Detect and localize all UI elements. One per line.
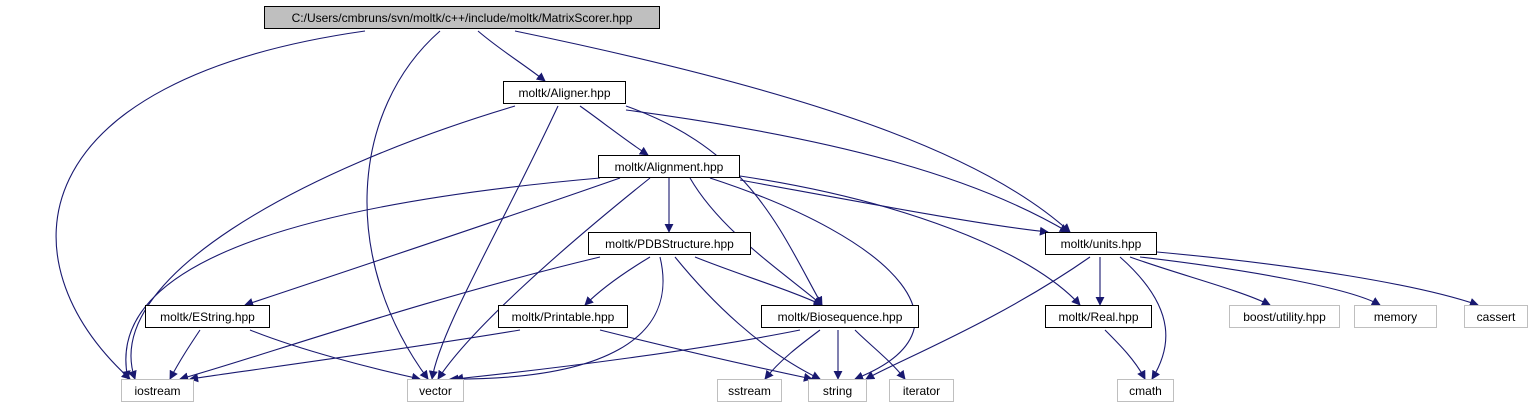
node-estring[interactable]: moltk/EString.hpp bbox=[145, 305, 270, 328]
edge-estring-to-iostream bbox=[169, 329, 201, 380]
node-memory: memory bbox=[1354, 305, 1437, 328]
edge-bioseq-to-sstream bbox=[764, 329, 821, 380]
edge-root-to-vector bbox=[366, 30, 441, 380]
edge-alignment-to-estring bbox=[244, 177, 621, 307]
node-label: moltk/Aligner.hpp bbox=[518, 85, 611, 100]
node-aligner[interactable]: moltk/Aligner.hpp bbox=[503, 81, 626, 104]
node-vector: vector bbox=[407, 379, 464, 402]
node-label: moltk/Biosequence.hpp bbox=[777, 309, 903, 324]
node-units[interactable]: moltk/units.hpp bbox=[1045, 232, 1157, 255]
node-alignment[interactable]: moltk/Alignment.hpp bbox=[598, 155, 740, 178]
edge-aligner-to-iostream bbox=[128, 105, 516, 380]
edge-pdb-to-bioseq bbox=[694, 256, 823, 306]
node-real[interactable]: moltk/Real.hpp bbox=[1045, 305, 1152, 328]
node-label: memory bbox=[1373, 309, 1418, 324]
node-label: moltk/Alignment.hpp bbox=[614, 159, 724, 174]
node-label: moltk/EString.hpp bbox=[160, 309, 255, 324]
edge-alignment-to-real bbox=[739, 175, 1081, 306]
node-boost: boost/utility.hpp bbox=[1229, 305, 1340, 328]
node-label: sstream bbox=[728, 383, 771, 398]
edge-alignment-to-iostream bbox=[121, 177, 601, 380]
node-label: cmath bbox=[1129, 383, 1162, 398]
edge-estring-to-vector bbox=[249, 329, 421, 382]
node-string: string bbox=[808, 379, 867, 402]
node-iostream: iostream bbox=[121, 379, 194, 402]
node-cmath: cmath bbox=[1117, 379, 1174, 402]
edge-alignment-to-units bbox=[739, 179, 1049, 236]
edge-pdb-to-vector bbox=[449, 256, 664, 384]
edge-alignment-to-vector bbox=[437, 177, 651, 380]
edge-printable-to-iostream bbox=[189, 329, 521, 383]
edge-alignment-to-bioseq bbox=[689, 177, 823, 306]
node-bioseq[interactable]: moltk/Biosequence.hpp bbox=[761, 305, 919, 328]
edge-root-to-aligner bbox=[477, 30, 546, 82]
edge-printable-to-string bbox=[599, 329, 813, 382]
node-label: boost/utility.hpp bbox=[1243, 309, 1326, 324]
node-label: moltk/Real.hpp bbox=[1058, 309, 1139, 324]
node-label: iterator bbox=[902, 383, 941, 398]
edge-root-to-units bbox=[514, 30, 1071, 233]
edge-aligner-to-vector bbox=[428, 105, 559, 380]
edge-aligner-to-units bbox=[625, 109, 1069, 233]
edge-root-to-iostream bbox=[55, 30, 366, 380]
edge-units-to-memory bbox=[1139, 256, 1381, 306]
edge-pdb-to-printable bbox=[584, 256, 651, 306]
edge-units-to-string bbox=[865, 256, 1091, 380]
node-label: moltk/units.hpp bbox=[1060, 236, 1142, 251]
node-label: C:/Users/cmbruns/svn/moltk/c++/include/m… bbox=[291, 10, 633, 25]
edge-units-to-cmath bbox=[1119, 256, 1167, 380]
node-cassert: cassert bbox=[1464, 305, 1528, 328]
edge-alignment-to-string bbox=[709, 177, 916, 381]
edge-bioseq-to-iterator bbox=[854, 329, 906, 380]
edge-bioseq-to-vector bbox=[454, 329, 801, 383]
node-label: cassert bbox=[1476, 309, 1516, 324]
node-root: C:/Users/cmbruns/svn/moltk/c++/include/m… bbox=[264, 6, 660, 29]
node-label: moltk/PDBStructure.hpp bbox=[605, 236, 734, 251]
node-label: moltk/Printable.hpp bbox=[511, 309, 615, 324]
edge-units-to-cassert bbox=[1156, 251, 1479, 307]
node-pdb[interactable]: moltk/PDBStructure.hpp bbox=[588, 232, 751, 255]
edge-aligner-to-bioseq bbox=[625, 105, 823, 306]
edge-pdb-to-string bbox=[674, 256, 821, 380]
edge-units-to-boost bbox=[1129, 256, 1271, 306]
node-printable[interactable]: moltk/Printable.hpp bbox=[498, 305, 628, 328]
node-sstream: sstream bbox=[717, 379, 782, 402]
node-label: iostream bbox=[134, 383, 181, 398]
node-iterator: iterator bbox=[889, 379, 954, 402]
edge-aligner-to-alignment bbox=[579, 105, 649, 156]
node-label: string bbox=[822, 383, 853, 398]
edge-real-to-cmath bbox=[1104, 329, 1146, 380]
edge-pdb-to-iostream bbox=[179, 256, 601, 382]
node-label: vector bbox=[419, 383, 452, 398]
